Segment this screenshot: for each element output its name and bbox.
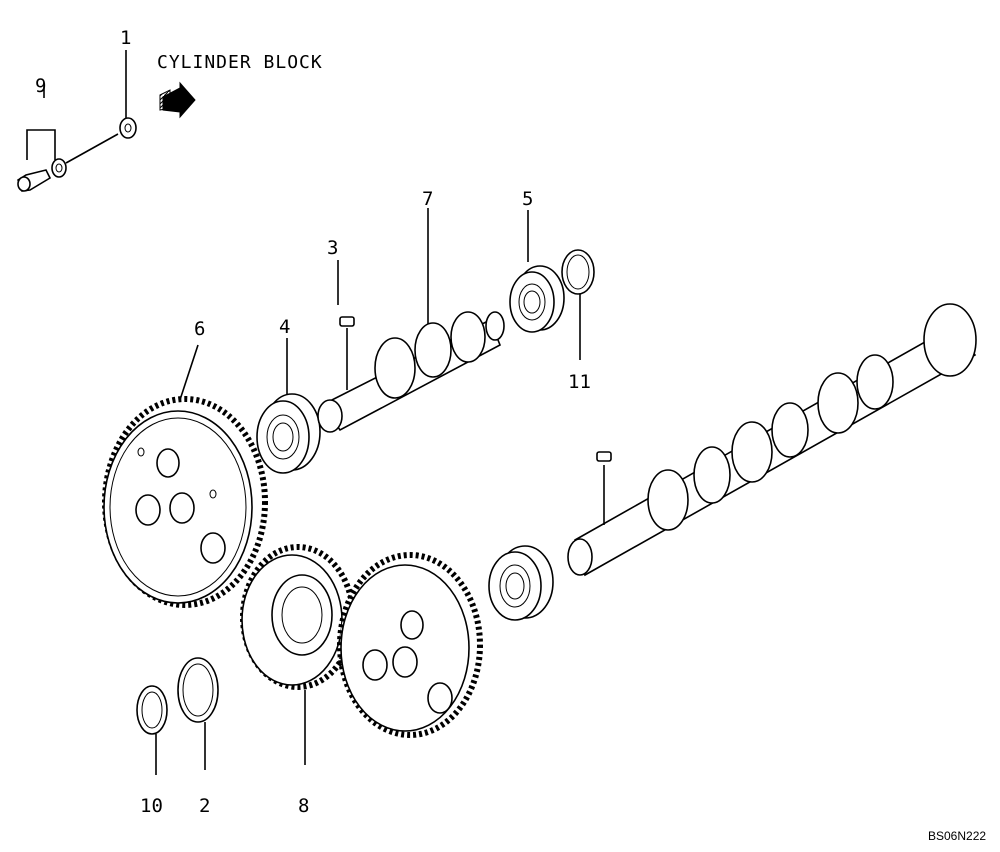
part-11-circlip	[561, 249, 595, 360]
part-3-key	[337, 260, 355, 390]
part-6-camshaft-gear	[102, 344, 268, 608]
part-8-idler-gear	[240, 544, 356, 765]
callout-7: 7	[422, 188, 433, 210]
camshaft-bearing	[488, 545, 554, 621]
long-camshaft	[567, 303, 977, 577]
callout-10: 10	[140, 795, 163, 817]
part-7-camshaft	[317, 208, 505, 433]
drive-gear	[337, 552, 483, 738]
part-5-bearing	[509, 210, 565, 333]
direction-arrow-icon	[159, 81, 196, 119]
callout-4: 4	[279, 316, 290, 338]
callout-9: 9	[35, 75, 46, 97]
callout-2: 2	[199, 795, 210, 817]
callout-11: 11	[568, 371, 591, 393]
part-2-shim	[177, 657, 219, 770]
part-1-washer	[119, 50, 137, 139]
part-10-circlip	[136, 685, 168, 775]
callout-1: 1	[120, 27, 131, 49]
callout-5: 5	[522, 188, 533, 210]
callout-6: 6	[194, 318, 205, 340]
callout-3: 3	[327, 237, 338, 259]
cylinder-block-label: CYLINDER BLOCK	[157, 52, 323, 73]
part-9-bolt	[17, 84, 119, 192]
drawing-code: BS06N222	[928, 829, 986, 843]
part-4-bearing	[256, 338, 321, 474]
callout-8: 8	[298, 795, 309, 817]
